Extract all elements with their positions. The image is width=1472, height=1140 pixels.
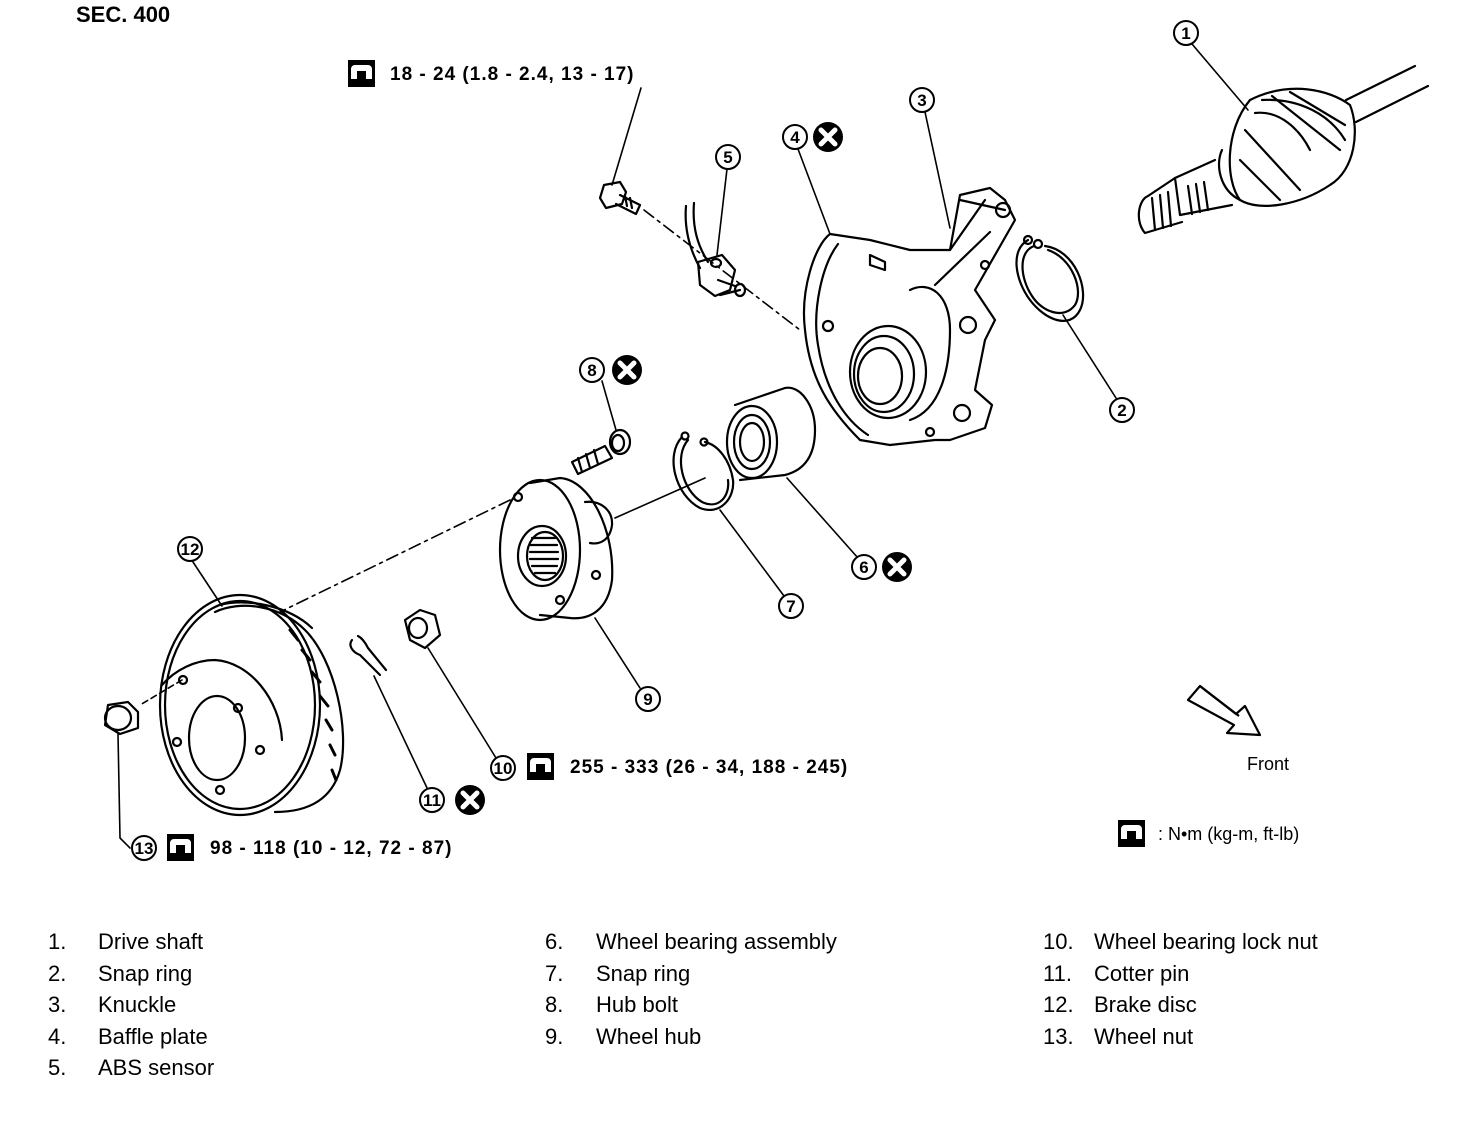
callout-2: 2 [1109,397,1135,423]
callout-7: 7 [778,593,804,619]
torque-spec-abs-bolt: 18 - 24 (1.8 - 2.4, 13 - 17) [390,64,635,85]
callout-8: 8 [579,357,605,383]
callout-1: 1 [1173,20,1199,46]
abs-sensor-drawing [598,180,747,298]
hub-bolt-drawing [570,428,632,476]
snap-ring-large-drawing [1015,234,1085,322]
front-arrow-icon [1186,684,1262,737]
parts-legend-col-1: 1.Drive shaft 2.Snap ring 3.Knuckle 4.Ba… [48,926,214,1084]
lock-nut-drawing [403,608,442,650]
svg-text:10: 10 [494,759,513,778]
list-item: 12.Brake disc [1043,992,1197,1017]
cotter-pin-drawing [349,634,388,677]
wheel-hub-drawing [498,476,614,622]
section-title: SEC. 400 [76,2,171,27]
callout-10: 10 [490,755,516,781]
callout-13: 13 [131,835,157,861]
svg-text:3: 3 [917,91,926,110]
callout-3: 3 [909,87,935,113]
callout-11: 11 [419,787,445,813]
parts-legend-col-2: 6.Wheel bearing assembly 7.Snap ring 8.H… [545,926,837,1052]
front-label: Front [1247,754,1289,774]
list-item: 6.Wheel bearing assembly [545,929,837,954]
list-item: 11.Cotter pin [1043,960,1190,986]
list-item: 9.Wheel hub [545,1023,702,1049]
torque-wrench-icon [167,834,194,861]
list-item: 4.Baffle plate [48,1023,208,1049]
list-item: 13.Wheel nut [1043,1023,1194,1049]
torque-wrench-icon [1118,820,1145,847]
drive-shaft-drawing [1137,64,1430,235]
torque-wrench-icon [527,753,554,780]
callout-6: 6 [851,554,877,580]
knuckle-baffle-drawing [803,186,1017,447]
do-not-reuse-x-icon [882,552,912,582]
wheel-nut-drawing [103,700,140,736]
list-item: 2.Snap ring [48,960,193,986]
list-item: 1.Drive shaft [48,929,204,954]
list-item: 5.ABS sensor [48,1055,215,1080]
torque-spec-wheel-nut: 98 - 118 (10 - 12, 72 - 87) [210,838,452,859]
svg-text:4: 4 [790,128,800,147]
callout-5: 5 [715,144,741,170]
list-item: 10.Wheel bearing lock nut [1043,929,1318,954]
list-item: 7.Snap ring [545,960,691,986]
wheel-bearing-drawing [725,386,817,482]
do-not-reuse-x-icon [612,355,642,385]
callout-12: 12 [177,536,203,562]
svg-text:6: 6 [859,558,868,577]
list-item: 3.Knuckle [48,992,177,1017]
callouts: 1 2 3 4 5 6 7 8 9 10 11 12 13 [131,20,1199,861]
torque-spec-lock-nut: 255 - 333 (26 - 34, 188 - 245) [570,757,848,778]
unit-note: : N•m (kg-m, ft-lb) [1158,824,1299,844]
svg-text:8: 8 [587,361,596,380]
svg-text:12: 12 [181,540,200,559]
callout-4: 4 [782,124,808,150]
svg-text:11: 11 [423,791,441,810]
svg-text:1: 1 [1181,24,1190,43]
svg-text:9: 9 [643,690,652,709]
svg-text:5: 5 [723,148,732,167]
brake-disc-drawing [158,593,345,817]
snap-ring-small-drawing [672,431,735,511]
list-item: 8.Hub bolt [545,992,678,1017]
svg-text:7: 7 [786,597,795,616]
torque-wrench-icon [348,60,375,87]
do-not-reuse-x-icon [813,122,843,152]
parts-legend-col-3: 10.Wheel bearing lock nut 11.Cotter pin … [1043,926,1318,1052]
do-not-reuse-x-icon [455,785,485,815]
svg-text:13: 13 [135,839,154,858]
callout-9: 9 [635,686,661,712]
svg-text:2: 2 [1117,401,1126,420]
